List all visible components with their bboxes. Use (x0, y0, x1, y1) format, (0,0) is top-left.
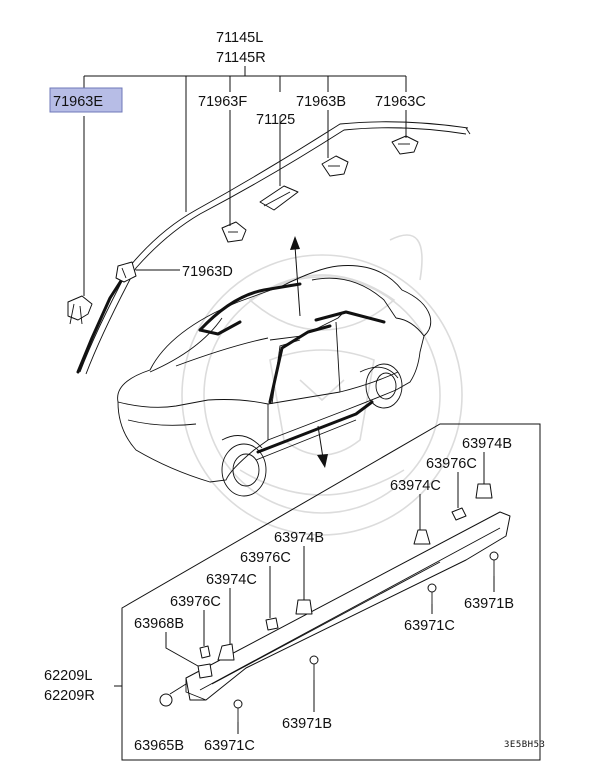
label-63974B-mid: 63974B (274, 530, 324, 546)
label-71963B: 71963B (296, 94, 346, 110)
label-63971B-bottom: 63971B (282, 716, 332, 732)
label-63971B-right: 63971B (464, 596, 514, 612)
car-body (117, 265, 432, 497)
label-71963C: 71963C (375, 94, 426, 110)
label-63971C-right: 63971C (404, 618, 455, 634)
label-63965B: 63965B (134, 738, 184, 754)
label-63974C-mid: 63974C (206, 572, 257, 588)
leaders-sill (114, 452, 495, 734)
clip-71963D (115, 261, 137, 283)
clip-71963F (221, 221, 247, 243)
insert-71125 (259, 185, 299, 211)
diagram-code: 3E5BH53 (504, 740, 545, 750)
highlight-box (49, 87, 123, 113)
label-71963F: 71963F (198, 94, 247, 110)
sill-inset-frame (121, 423, 541, 761)
label-63976C-low: 63976C (170, 594, 221, 610)
roof-drip-molding (76, 121, 471, 375)
label-63971C-bottom: 63971C (204, 738, 255, 754)
label-63976C-mid: 63976C (240, 550, 291, 566)
label-71145L: 71145L (216, 30, 263, 46)
clip-71963C (391, 135, 419, 155)
side-sill-molding (185, 511, 511, 701)
label-62209R: 62209R (44, 688, 95, 704)
clip-71963E (67, 295, 93, 325)
label-63974B-top: 63974B (462, 436, 512, 452)
label-63976C-top: 63976C (426, 456, 477, 472)
label-63974C-top: 63974C (390, 478, 441, 494)
label-71145R: 71145R (216, 50, 266, 66)
fasteners (159, 483, 499, 722)
label-71125: 71125 (256, 112, 295, 128)
label-63968B: 63968B (134, 616, 184, 632)
label-71963D: 71963D (182, 264, 233, 280)
labels: 71145L 71145R 71963E 71963F 71963B 71963… (44, 30, 545, 754)
label-62209L: 62209L (44, 668, 92, 684)
direction-arrows (290, 236, 328, 468)
clip-71963B (321, 155, 349, 177)
label-71963E: 71963E (53, 94, 103, 110)
leaders-upper (83, 66, 407, 296)
